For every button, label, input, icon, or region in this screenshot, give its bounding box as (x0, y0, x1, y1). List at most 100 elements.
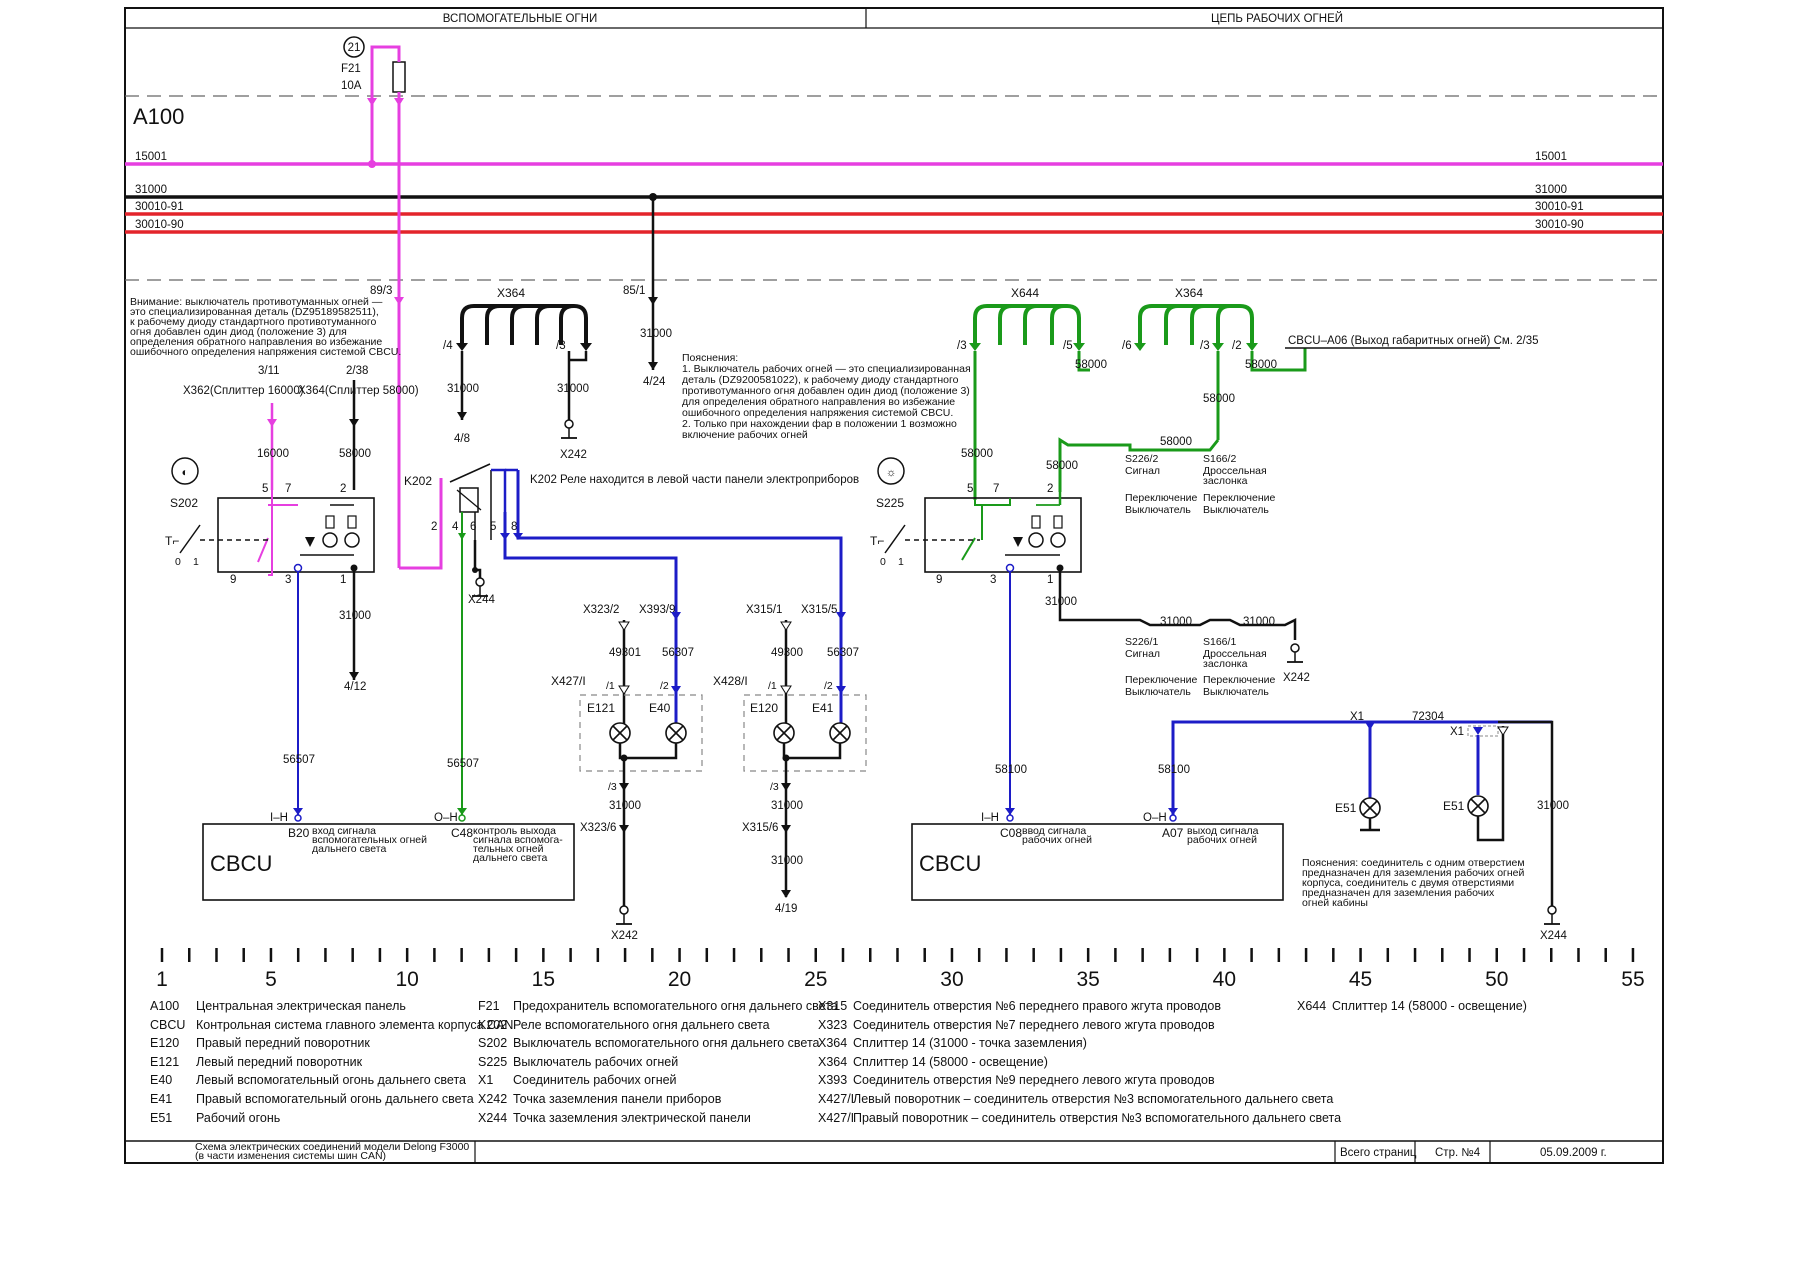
svg-text:/3: /3 (1200, 340, 1210, 352)
svg-text:предназначен для заземления ра: предназначен для заземления рабочих (1302, 887, 1495, 899)
svg-text:3: 3 (990, 574, 996, 586)
svg-text:X364: X364 (1175, 286, 1203, 300)
footer-pages-label: Всего страниц (1340, 1147, 1417, 1159)
svg-text:вход сигнала: вход сигнала (312, 825, 376, 837)
svg-text:56307: 56307 (827, 647, 859, 659)
svg-text:X644: X644 (1011, 286, 1039, 300)
svg-text:/4: /4 (443, 340, 453, 352)
svg-text:49301: 49301 (609, 647, 641, 659)
svg-text:4/8: 4/8 (454, 433, 470, 445)
svg-text:E40: E40 (649, 701, 671, 715)
cbcu-module-right: CBCU I–H O–H C08 ввод сигнала рабочих ог… (911, 812, 1284, 901)
svg-text:2: 2 (431, 521, 437, 533)
splitter-x644: X644 /3 /5 58000 58000 (957, 286, 1107, 500)
svg-text:5: 5 (262, 483, 268, 495)
svg-text:/2: /2 (824, 680, 833, 692)
svg-text:Дроссельная: Дроссельная (1203, 465, 1267, 477)
header-right-title: ЦЕПЬ РАБОЧИХ ОГНЕЙ (1211, 12, 1343, 25)
legend-code: E121 (150, 1054, 180, 1069)
svg-text:31000: 31000 (1160, 616, 1192, 628)
svg-text:X362(Сплиттер 16000): X362(Сплиттер 16000) (183, 385, 304, 397)
legend-code: X242 (478, 1091, 508, 1106)
svg-text:S226/1: S226/1 (1125, 636, 1158, 648)
svg-text:CBCU–A06 (Выход габаритных огн: CBCU–A06 (Выход габаритных огней) См. 2/… (1288, 335, 1539, 347)
svg-text:Сигнал: Сигнал (1125, 648, 1160, 660)
svg-text:ввод сигнала: ввод сигнала (1022, 825, 1086, 837)
axis-tick-label: 1 (156, 968, 168, 991)
svg-text:30010-91: 30010-91 (1535, 201, 1584, 213)
svg-text:рабочих огней: рабочих огней (1022, 834, 1092, 846)
lamp-group-x427: X323/2 X393/9 49301 56307 X427/I /1 /2 E… (551, 604, 703, 942)
svg-text:21: 21 (348, 42, 361, 54)
s225-work-light-switch: ☼ S225 5 7 2 T⌐ 0 1 9 3 1 (870, 457, 1082, 586)
legend-code: X323 (818, 1017, 848, 1032)
axis-tick-label: 30 (940, 968, 963, 991)
axis-tick-label: 50 (1485, 968, 1508, 991)
axis-tick-label: 10 (395, 968, 418, 991)
svg-text:/2: /2 (660, 680, 669, 692)
bus-15001: 15001 15001 (125, 151, 1663, 166)
svg-text:15001: 15001 (1535, 151, 1567, 163)
svg-text:31000: 31000 (135, 184, 167, 196)
axis-tick-label: 20 (668, 968, 691, 991)
svg-text:58000: 58000 (1160, 436, 1192, 448)
svg-text:противотуманного огня добавлен: противотуманного огня добавлен один диод… (682, 385, 970, 397)
svg-text:E51: E51 (1335, 801, 1357, 815)
legend-description: Сплиттер 14 (31000 - точка заземления) (853, 1036, 1087, 1051)
svg-text:1: 1 (340, 574, 346, 586)
svg-text:8: 8 (511, 521, 517, 533)
svg-text:ошибочного определения напряже: ошибочного определения напряжения систем… (130, 346, 401, 358)
svg-text:Выключатель: Выключатель (1125, 504, 1191, 516)
svg-text:I–H: I–H (270, 812, 288, 824)
svg-text:O–H: O–H (434, 812, 458, 824)
svg-text:30010-90: 30010-90 (1535, 219, 1584, 231)
svg-text:CBCU: CBCU (919, 851, 981, 876)
svg-text:1: 1 (898, 556, 904, 568)
svg-text:E120: E120 (750, 701, 778, 715)
axis-tick-label: 5 (265, 968, 277, 991)
svg-text:31000: 31000 (771, 800, 803, 812)
svg-text:31000: 31000 (1045, 596, 1077, 608)
bus-30010-91: 30010-91 30010-91 (125, 201, 1663, 216)
svg-text:2: 2 (340, 483, 346, 495)
svg-text:5: 5 (967, 483, 973, 495)
legend-code: E51 (150, 1110, 173, 1125)
svg-text:/3: /3 (957, 340, 967, 352)
svg-text:31000: 31000 (1243, 616, 1275, 628)
svg-text:7: 7 (285, 483, 291, 495)
legend-description: Центральная электрическая панель (196, 999, 406, 1013)
splitter-x364-light: X364 /6 /3 /2 CBCU–A06 (Выход габаритных… (1046, 286, 1539, 492)
legend-description: Рабочий огонь (196, 1110, 281, 1125)
footer-date: 05.09.2009 г. (1540, 1147, 1607, 1159)
legend-item: A100 Центральная электрическая панель (150, 997, 513, 1016)
svg-text:0: 0 (175, 556, 181, 568)
svg-text:30010-90: 30010-90 (135, 219, 184, 231)
footer-page: Стр. №4 (1435, 1147, 1481, 1159)
svg-text:Пояснения:: Пояснения: (682, 352, 738, 364)
fuse-f21: 21 F21 10A (341, 36, 406, 93)
axis-tick-label: 45 (1349, 968, 1372, 991)
svg-text:Переключение: Переключение (1125, 674, 1198, 686)
svg-text:/2: /2 (1232, 340, 1242, 352)
legend-code: A100 (150, 999, 180, 1013)
legend-code: S202 (478, 1036, 508, 1051)
svg-text:это специализированная деталь: это специализированная деталь (DZ9518958… (130, 306, 379, 318)
title-block: Схема электрических соединений модели De… (125, 1140, 1663, 1163)
svg-text:58100: 58100 (1158, 764, 1190, 776)
svg-text:31000: 31000 (640, 328, 672, 340)
svg-text:Выключатель: Выключатель (1203, 686, 1269, 698)
legend-description: Реле вспомогательного огня дальнего свет… (513, 1017, 770, 1032)
svg-text:31000: 31000 (447, 383, 479, 395)
work-lights-e51: 58100 X1 E51 72304 X1 E51 31000 X244 (1158, 711, 1569, 942)
svg-text:X242: X242 (611, 930, 638, 942)
svg-text:E121: E121 (587, 701, 615, 715)
